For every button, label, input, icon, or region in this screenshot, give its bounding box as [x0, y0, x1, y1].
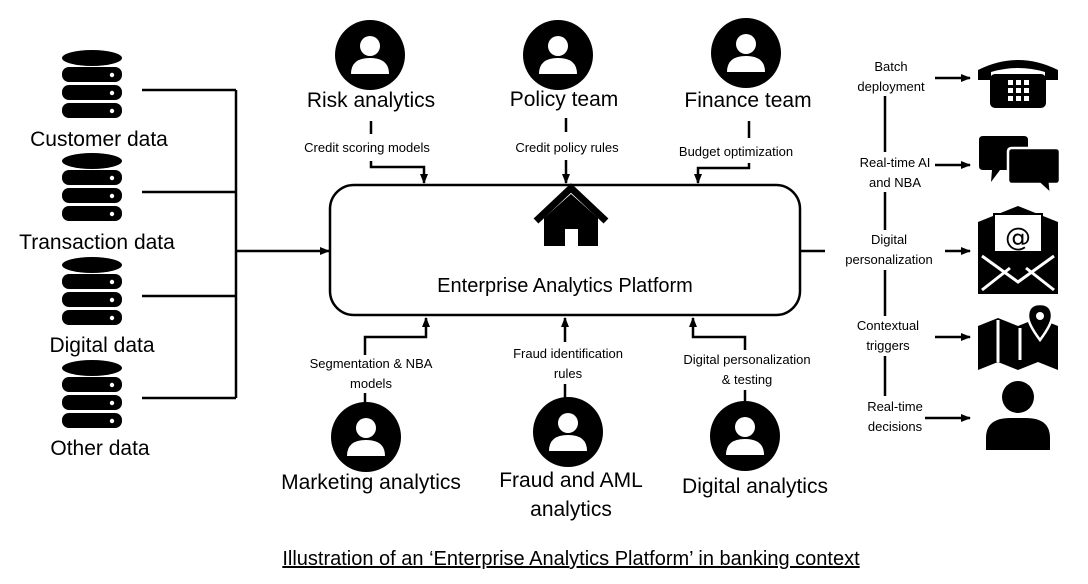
person-icon [711, 18, 781, 88]
data-source-connectors [142, 88, 238, 400]
output-label: Batch [874, 59, 907, 74]
flow-label: Fraud identification [513, 346, 623, 361]
person-icon [533, 397, 603, 467]
output-label: triggers [866, 338, 910, 353]
team-name: Fraud and AML [499, 469, 643, 492]
output-label: Real-time [867, 399, 923, 414]
platform-title: Enterprise Analytics Platform [437, 275, 693, 297]
flow-label: rules [554, 366, 583, 381]
output-label: and NBA [869, 175, 921, 190]
email-icon: @ [978, 206, 1058, 294]
team-name: analytics [530, 498, 612, 521]
output-label: personalization [845, 252, 932, 267]
data-source-label: Customer data [30, 128, 168, 151]
map-pin-icon [978, 302, 1058, 370]
svg-text:@: @ [1005, 223, 1031, 253]
data-source-label: Other data [50, 437, 150, 460]
data-source-label: Digital data [49, 334, 154, 357]
person-icon [710, 401, 780, 471]
flow-label: Digital personalization [683, 352, 810, 367]
home-icon [533, 183, 609, 246]
flow-label: Segmentation & NBA [310, 356, 433, 371]
flow-label: models [350, 376, 392, 391]
person-icon [331, 402, 401, 472]
team-name: Digital analytics [682, 475, 828, 498]
person-icon [986, 381, 1050, 450]
person-icon [335, 20, 405, 90]
flow-label: Budget optimization [679, 144, 793, 159]
chat-bubbles-icon [979, 136, 1062, 198]
database-icon [62, 50, 122, 118]
database-icon [62, 360, 122, 428]
output-label: deployment [857, 79, 925, 94]
output-label-backgrounds [825, 56, 945, 436]
telephone-icon [978, 60, 1058, 108]
team-name: Marketing analytics [281, 471, 461, 494]
data-source-label: Transaction data [19, 231, 175, 254]
bottom-flow-connectors [363, 317, 747, 405]
team-name: Finance team [684, 89, 811, 112]
database-icon [62, 153, 122, 221]
person-icon [523, 20, 593, 90]
database-icon [62, 257, 122, 325]
top-flow-connectors [369, 118, 751, 184]
caption: Illustration of an ‘Enterprise Analytics… [282, 548, 860, 570]
flow-label: Credit policy rules [515, 140, 619, 155]
output-label: decisions [868, 419, 923, 434]
flow-label: Credit scoring models [304, 140, 430, 155]
output-label: Contextual [857, 318, 919, 333]
output-label: Digital [871, 232, 907, 247]
output-label: Real-time AI [860, 155, 931, 170]
team-name: Policy team [510, 88, 619, 111]
team-name: Risk analytics [307, 89, 435, 112]
flow-label: & testing [722, 372, 773, 387]
